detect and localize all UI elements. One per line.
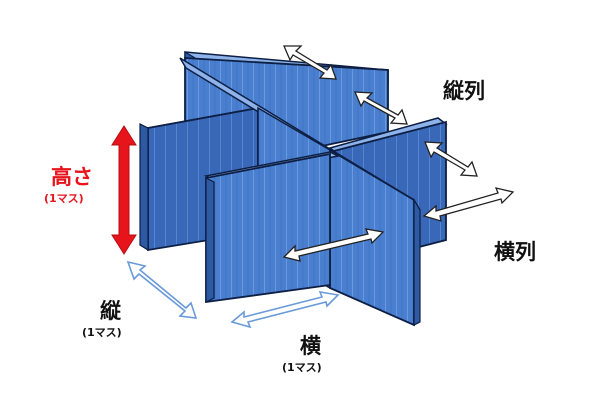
front-panel [203,151,341,304]
height-label: 高さ [51,165,93,189]
white-arrow-side [422,187,515,222]
yoko-unit: (1マス) [282,361,322,374]
yoko-dim-arrow [230,290,340,329]
row-label: 横列 [494,240,536,264]
white-arrow-row [424,141,478,177]
yoko-label: 横 [300,334,321,358]
tate-dim-arrow [126,260,198,319]
white-arrow-top [283,45,337,80]
height-unit: (1マス) [44,192,84,205]
column-label: 縦列 [443,79,485,103]
tate-label: 縦 [100,299,121,323]
height-arrow [111,125,137,255]
tate-unit: (1マス) [82,326,122,339]
white-arrow-col [353,91,408,125]
white-arrow-center [282,228,385,262]
